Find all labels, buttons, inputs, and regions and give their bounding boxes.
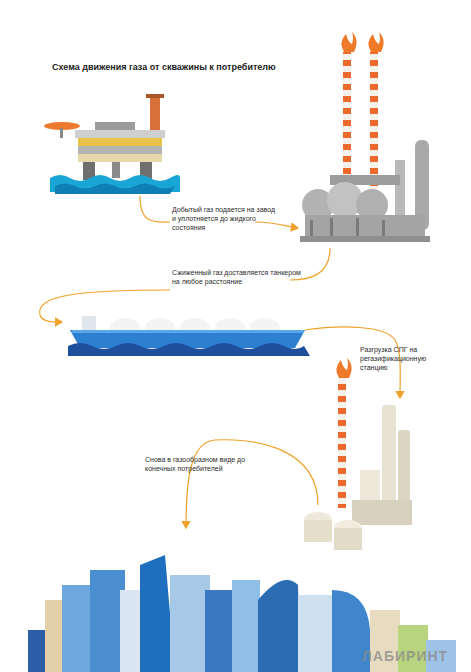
lng-plant <box>300 32 430 242</box>
watermark: ЛАБИРИНТ <box>362 648 471 664</box>
step-note: Снова в газообразном виде до конечных по… <box>145 455 265 473</box>
regasification-station <box>304 358 412 550</box>
step-note: Сжиженный газ доставляется танкером на л… <box>172 268 302 286</box>
step-note: Разгрузка СПГ на регазификационную станц… <box>360 345 450 372</box>
lng-tanker <box>68 316 310 356</box>
diagram-title: Схема движения газа от скважины к потреб… <box>52 62 312 73</box>
offshore-platform <box>44 94 180 194</box>
flow-arrow <box>40 196 401 528</box>
step-note: Добытый газ подается на завод и уплотняе… <box>172 205 277 232</box>
